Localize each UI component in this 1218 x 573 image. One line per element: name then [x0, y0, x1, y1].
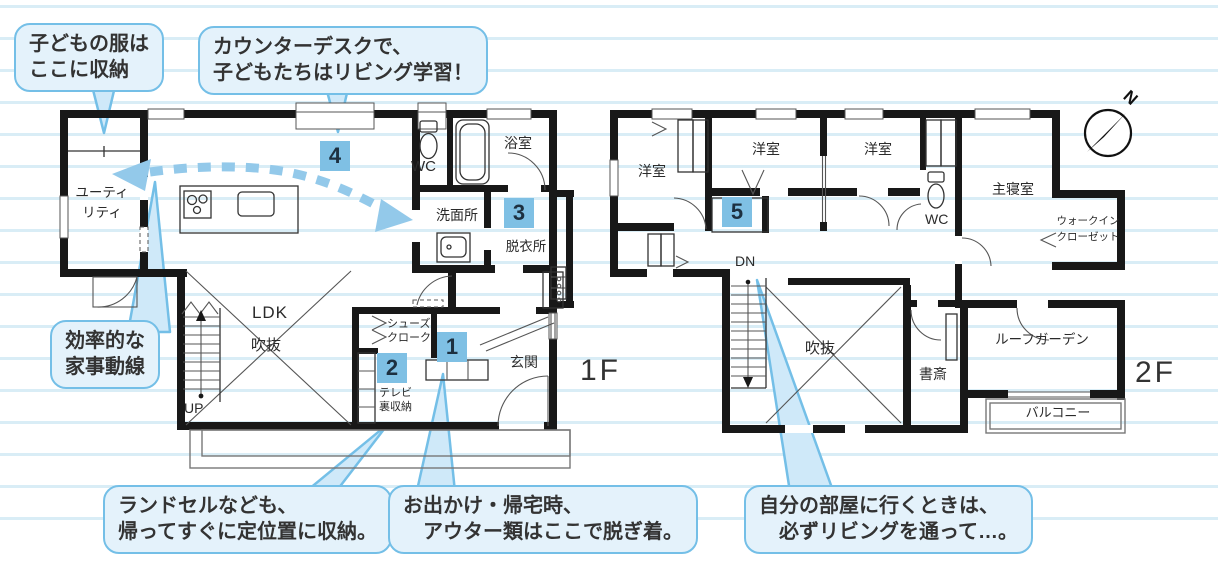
bathtub-icon: [455, 119, 546, 191]
room-label-wc-1f: WC: [411, 158, 436, 175]
folding-door-icon: [371, 315, 388, 331]
coat-closet: [425, 359, 489, 381]
toilet-icon-2f: [896, 171, 945, 231]
room-label-utility: ユーティ リティ: [75, 185, 129, 220]
stove-icon: [183, 190, 212, 219]
washroom-door-arc: [416, 275, 453, 306]
kids-clothes-closet: [68, 146, 140, 157]
room-label-wic: ウォークイン クローゼット: [1056, 215, 1120, 244]
hall-cabinets: [412, 266, 567, 309]
plan-1f-walls: [59, 102, 574, 430]
room-label-bedroom-east: 洋室: [864, 141, 892, 157]
bubble-tail-own-room: [755, 278, 834, 494]
washbasin-icon: [436, 232, 471, 263]
roof-garden-door-arc: [1016, 307, 1050, 341]
room-label-bath: 浴室: [504, 135, 532, 151]
compass-icon: [1083, 108, 1133, 158]
room-label-void-2f: 吹抜: [804, 340, 835, 357]
bubble-tails: [88, 76, 834, 510]
flow-arrowhead-left: [112, 159, 151, 191]
room-label-dressing: 脱衣所: [505, 239, 547, 254]
room-label-bedroom-center: 洋室: [752, 141, 780, 157]
bubble-housework: 効率的な 家事動線: [50, 320, 160, 389]
bedroom-west-door-arc: [673, 197, 707, 230]
room-label-entrance: 玄関: [510, 354, 538, 370]
bedroom-east-door-arc: [858, 195, 890, 227]
plan-2f-walls: [609, 108, 1125, 433]
room-label-study: 書斎: [919, 366, 947, 382]
wic-folding-door-icon: [1039, 232, 1057, 248]
room-label-shoe-cloak: シューズ クローク: [387, 318, 431, 345]
floor-label-2f: 2F: [1135, 356, 1177, 389]
tv-storage-shelf: [357, 352, 376, 424]
study-door-arc: [910, 309, 942, 341]
flow-arrow-icon: [112, 159, 413, 232]
bubble-tail-outerwear: [414, 372, 457, 497]
study-fittings: [910, 309, 958, 361]
sink-icon: [237, 191, 275, 217]
entrance-area: [189, 316, 571, 469]
room-label-void-1f: 吹抜: [250, 337, 281, 354]
bedroom-east-fittings: [858, 119, 957, 227]
floor-label-1f: 1F: [580, 354, 622, 387]
corridor-closet: [647, 233, 690, 269]
balcony-outline: [985, 391, 1126, 434]
counter-desk-bay: [295, 102, 375, 130]
marker-1: 1: [437, 332, 467, 362]
room-label-up: UP: [184, 400, 204, 416]
utility-back-door: [92, 276, 138, 308]
marker-3: 3: [504, 198, 534, 228]
master-bedroom-fittings: [961, 232, 1057, 341]
room-label-master: 主寝室: [992, 181, 1034, 197]
marker-4: 4: [320, 141, 350, 171]
room-label-tv-storage: テレビ 裏収納: [379, 387, 412, 414]
void-cross-1f: [185, 270, 352, 426]
study-desk: [945, 313, 958, 361]
void-cross-2f: [765, 286, 902, 424]
toilet-icon-1f: [419, 120, 438, 160]
bubble-counter-desk: カウンターデスクで、 子どもたちはリビング学習！: [198, 26, 488, 95]
stairs-down-icon: [731, 278, 767, 389]
room-label-dn: DN: [735, 253, 756, 269]
wc-door-arc-2f: [896, 203, 922, 231]
bubble-own-room: 自分の部屋に行くときは、 必ずリビングを通って…。: [744, 485, 1033, 554]
kitchen-counter: [179, 185, 299, 234]
bubble-randoseru: ランドセルなども、 帰ってすぐに定位置に収納。: [103, 485, 392, 554]
marker-2: 2: [377, 353, 407, 383]
stairs-up-icon: [181, 301, 221, 402]
bedroom-west-fittings: [651, 119, 709, 230]
plan-2f: [609, 108, 1126, 434]
marker-5: 5: [722, 197, 752, 227]
plan-1f: [59, 102, 574, 469]
room-label-bedroom-west: 洋室: [638, 163, 666, 179]
master-door-arc: [961, 237, 992, 267]
bedroom-center-door: [741, 169, 765, 196]
room-label-balcony: バルコニー: [1025, 405, 1091, 420]
room-label-wc-2f: WC: [925, 211, 949, 227]
bubble-outerwear: お出かけ・帰宅時、 アウター類はここで脱ぎ着。: [388, 485, 698, 554]
flow-arrowhead-right: [375, 199, 413, 232]
room-label-ldk: LDK: [251, 303, 289, 322]
bath-door-arc: [507, 152, 546, 191]
bubble-kids-clothes: 子どもの服は ここに収納: [14, 23, 164, 92]
room-label-washroom: 洗面所: [436, 207, 478, 223]
room-label-roof-garden: ルーフガーデン: [995, 332, 1089, 347]
front-door-arc: [497, 375, 549, 427]
